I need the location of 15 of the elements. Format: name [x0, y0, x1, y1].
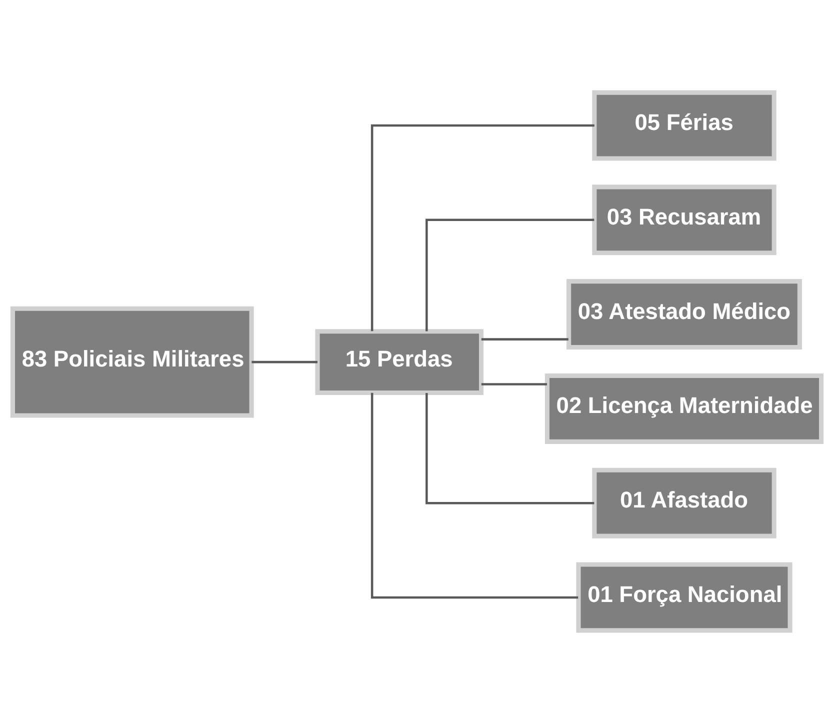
node-box: 83 Policiais Militares	[10, 306, 254, 418]
node-box: 02 Licença Maternidade	[544, 372, 824, 444]
connector	[370, 124, 594, 331]
connector	[426, 218, 594, 331]
node-box: 01 Afastado	[592, 467, 776, 538]
connector	[252, 360, 318, 363]
connector	[426, 392, 594, 504]
node-box: 03 Recusaram	[592, 184, 776, 255]
connector	[481, 382, 547, 385]
node-box: 05 Férias	[592, 90, 776, 160]
connector	[370, 392, 578, 598]
node-box: 01 Força Nacional	[576, 562, 792, 632]
connector	[481, 338, 568, 340]
node-box: 15 Perdas	[315, 328, 484, 395]
node-box: 03 Atestado Médico	[566, 278, 802, 350]
